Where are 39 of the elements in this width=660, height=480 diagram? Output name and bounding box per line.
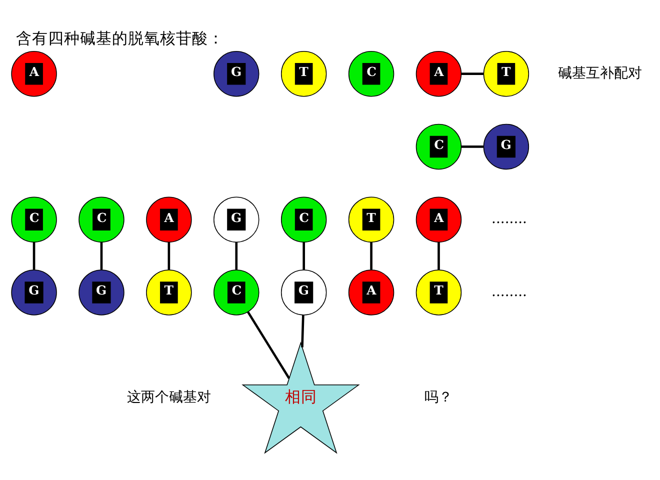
connector xyxy=(246,310,290,378)
node-circle: C xyxy=(348,50,394,96)
node-circle: G xyxy=(11,269,57,315)
connector xyxy=(438,242,440,270)
node-circle: G xyxy=(214,50,260,96)
connector xyxy=(461,145,484,148)
node-circle: A xyxy=(11,50,57,96)
node-circle: T xyxy=(348,196,394,242)
connector xyxy=(100,242,103,270)
connector xyxy=(302,242,305,270)
node-circle: G xyxy=(280,269,327,315)
node-circle: G xyxy=(214,196,260,242)
node-circle: A xyxy=(416,50,462,96)
node-circle: G xyxy=(78,269,124,315)
node-circle: A xyxy=(416,196,462,242)
node-circle: T xyxy=(280,50,327,96)
node-circle: C xyxy=(78,196,124,242)
node-circle: C xyxy=(214,269,260,315)
connector xyxy=(235,242,238,270)
node-circle: C xyxy=(280,196,327,242)
node-circle: A xyxy=(348,269,394,315)
node-circle: T xyxy=(146,269,192,315)
node-circle: T xyxy=(416,269,462,315)
node-circle: C xyxy=(416,123,462,170)
connector xyxy=(301,314,304,347)
node-circle: T xyxy=(483,50,530,96)
connector xyxy=(461,72,484,74)
label: 这两个碱基对 xyxy=(126,388,211,405)
label: 吗？ xyxy=(424,388,453,405)
label: ........ xyxy=(492,283,528,300)
node-circle: A xyxy=(146,196,192,242)
connector xyxy=(32,242,36,270)
diagram-title: 含有四种碱基的脱氧核苷酸： xyxy=(16,29,224,48)
node-circle: C xyxy=(11,196,57,242)
label: ........ xyxy=(492,210,528,227)
label: 碱基互补配对 xyxy=(558,64,642,81)
node-circle: G xyxy=(483,123,530,170)
connector xyxy=(370,242,372,270)
connector xyxy=(168,242,170,270)
